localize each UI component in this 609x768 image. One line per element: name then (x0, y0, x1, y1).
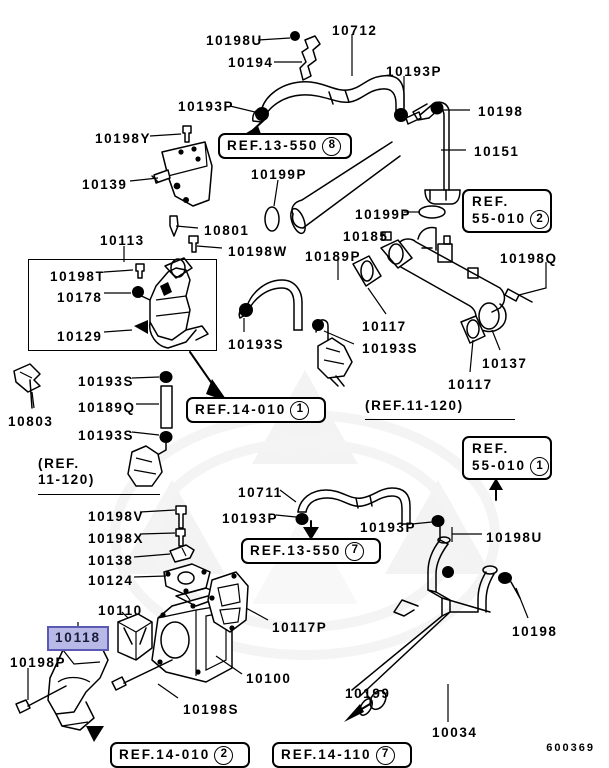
part-number-label[interactable]: 10185 (343, 229, 389, 244)
part-number-label[interactable]: 10712 (332, 23, 378, 38)
part-number-label[interactable]: 10193S (78, 428, 135, 443)
reference-box-circle-number: 2 (214, 745, 234, 765)
reference-box-line1: REF.14-010 (119, 747, 211, 763)
part-number-label[interactable]: 10124 (88, 573, 134, 588)
reference-box-circle-number: 7 (375, 745, 395, 765)
reference-box-line1: REF.14-010 (195, 402, 287, 418)
part-number-label[interactable]: 10139 (82, 177, 128, 192)
part-number-label[interactable]: 10129 (57, 329, 103, 344)
part-number-label[interactable]: 10198 (512, 624, 558, 639)
part-number-label[interactable]: 10801 (204, 223, 250, 238)
reference-box-line2: 55-010 (472, 211, 527, 227)
selected-part-number[interactable]: 10118 (47, 626, 109, 651)
reference-box-circle-number: 2 (530, 209, 550, 229)
reference-box-line1: REF.13-550 (227, 138, 319, 154)
part-number-label[interactable]: 10034 (432, 725, 478, 740)
part-number-label[interactable]: 10198P (10, 655, 67, 670)
part-number-label[interactable]: 10198U (486, 530, 543, 545)
reference-box-line1: REF.13-550 (250, 543, 342, 559)
part-number-label[interactable]: 10199P (251, 167, 308, 182)
part-number-label[interactable]: 10151 (474, 144, 520, 159)
reference-box-line1: REF.14-110 (281, 747, 372, 763)
part-number-label[interactable]: 10117 (362, 319, 407, 334)
part-number-label[interactable]: 10198Y (95, 131, 152, 146)
part-number-label[interactable]: 10199P (355, 207, 412, 222)
part-number-label[interactable]: 10193P (222, 511, 279, 526)
part-number-label[interactable]: 10110 (98, 603, 143, 618)
part-number-label[interactable]: 10178 (57, 290, 103, 305)
part-number-label[interactable]: 10117P (272, 620, 328, 635)
part-number-label[interactable]: 10193P (386, 64, 443, 79)
part-number-label[interactable]: 10198S (183, 702, 240, 717)
reference-box-circle-number: 1 (290, 400, 310, 420)
part-number-label[interactable]: 10198X (88, 531, 145, 546)
part-number-label[interactable]: 10193S (78, 374, 135, 389)
reference-box-line1: REF. (472, 441, 510, 456)
part-number-label[interactable]: 10198W (228, 244, 288, 259)
reference-box-circle-number: 8 (322, 136, 342, 156)
part-number-label[interactable]: 10194 (228, 55, 274, 70)
part-number-label[interactable]: 10803 (8, 414, 54, 429)
part-number-label[interactable]: 10198T (50, 269, 106, 284)
part-number-label[interactable]: 10117 (448, 377, 493, 392)
part-number-label[interactable]: 10189Q (78, 400, 136, 415)
ref-note-underline-left (38, 494, 160, 495)
part-number-label[interactable]: 10193S (228, 337, 285, 352)
thermostat-case-group-frame (28, 259, 217, 351)
reference-box-line1: REF. (472, 194, 510, 209)
reference-box-line2: 55-010 (472, 458, 527, 474)
part-number-label[interactable]: 10193S (362, 341, 419, 356)
reference-box-circle-number: 1 (530, 456, 550, 476)
ref-note-underline-right (365, 419, 515, 420)
ref-note-11-120-left: (REF. 11-120) (38, 456, 95, 488)
part-number-label[interactable]: 10711 (238, 485, 283, 500)
part-number-label[interactable]: 10137 (482, 356, 528, 371)
drawing-number: 600369 (546, 742, 595, 754)
part-number-label[interactable]: 10193P (178, 99, 235, 114)
ref-note-11-120-right: (REF.11-120) (365, 398, 464, 413)
part-number-label[interactable]: 10198U (206, 33, 263, 48)
part-number-label[interactable]: 10198Q (500, 251, 558, 266)
part-number-label[interactable]: 10198 (478, 104, 524, 119)
part-number-label[interactable]: 10193P (360, 520, 417, 535)
part-number-label[interactable]: 10189P (305, 249, 362, 264)
part-number-label[interactable]: 10113 (100, 233, 145, 248)
part-number-label[interactable]: 10198V (88, 509, 145, 524)
part-number-label[interactable]: 10138 (88, 553, 134, 568)
part-number-label[interactable]: 10199 (345, 686, 391, 701)
part-number-label[interactable]: 10100 (246, 671, 292, 686)
reference-box-circle-number: 7 (345, 541, 365, 561)
